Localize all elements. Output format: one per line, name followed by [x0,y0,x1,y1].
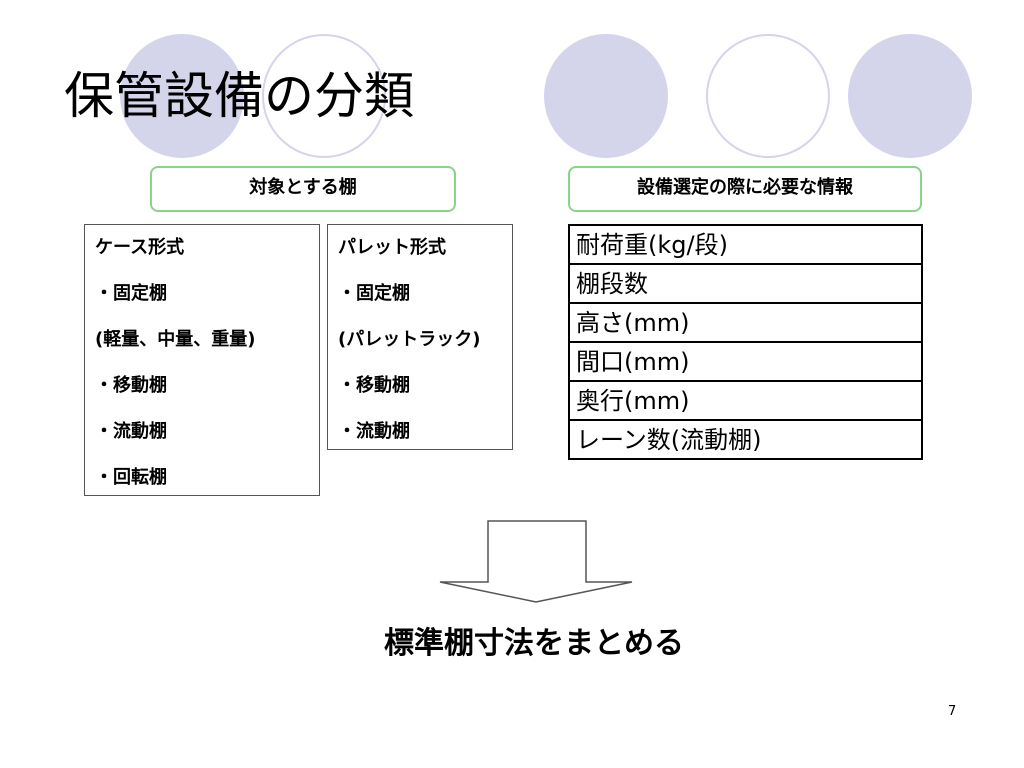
case-format-item: (軽量、中量、重量) [95,329,256,350]
table-row: レーン数(流動棚) [568,419,923,460]
pallet-format-item: ・固定棚 [338,283,410,304]
table-row: 奥行(mm) [568,380,923,421]
info-cell: 高さ(mm) [568,302,923,343]
table-row: 高さ(mm) [568,302,923,343]
slide-title: 保管設備の分類 [64,67,414,125]
case-format-item: ・流動棚 [95,421,167,442]
conclusion-text: 標準棚寸法をまとめる [384,626,684,661]
case-format-heading: ケース形式 [95,237,185,258]
case-format-item: ・回転棚 [95,467,167,488]
table-row: 間口(mm) [568,341,923,382]
pallet-format-box: パレット形式 ・固定棚 (パレットラック) ・移動棚 ・流動棚 [327,224,513,450]
down-arrow-icon [439,520,633,603]
info-header: 設備選定の際に必要な情報 [568,166,922,212]
pallet-format-item: ・移動棚 [338,375,410,396]
decor-circle-4 [706,34,830,158]
target-header: 対象とする棚 [150,166,456,212]
case-format-box: ケース形式 ・固定棚 (軽量、中量、重量) ・移動棚 ・流動棚 ・回転棚 [84,224,320,496]
info-cell: 奥行(mm) [568,380,923,421]
page-number: 7 [948,704,957,719]
pallet-format-heading: パレット形式 [338,237,446,258]
decor-circle-1 [120,34,244,158]
case-format-item: ・固定棚 [95,283,167,304]
decor-circle-5 [848,34,972,158]
pallet-format-item: ・流動棚 [338,421,410,442]
pallet-format-item: (パレットラック) [338,329,481,350]
info-table: 耐荷重(kg/段) 棚段数 高さ(mm) 間口(mm) 奥行(mm) レーン数(… [568,224,923,460]
info-cell: 耐荷重(kg/段) [568,224,923,265]
decor-circle-3 [544,34,668,158]
table-row: 耐荷重(kg/段) [568,224,923,265]
info-cell: 棚段数 [568,263,923,304]
table-row: 棚段数 [568,263,923,304]
decor-circle-2 [262,34,386,158]
info-cell: レーン数(流動棚) [568,419,923,460]
info-cell: 間口(mm) [568,341,923,382]
case-format-item: ・移動棚 [95,375,167,396]
